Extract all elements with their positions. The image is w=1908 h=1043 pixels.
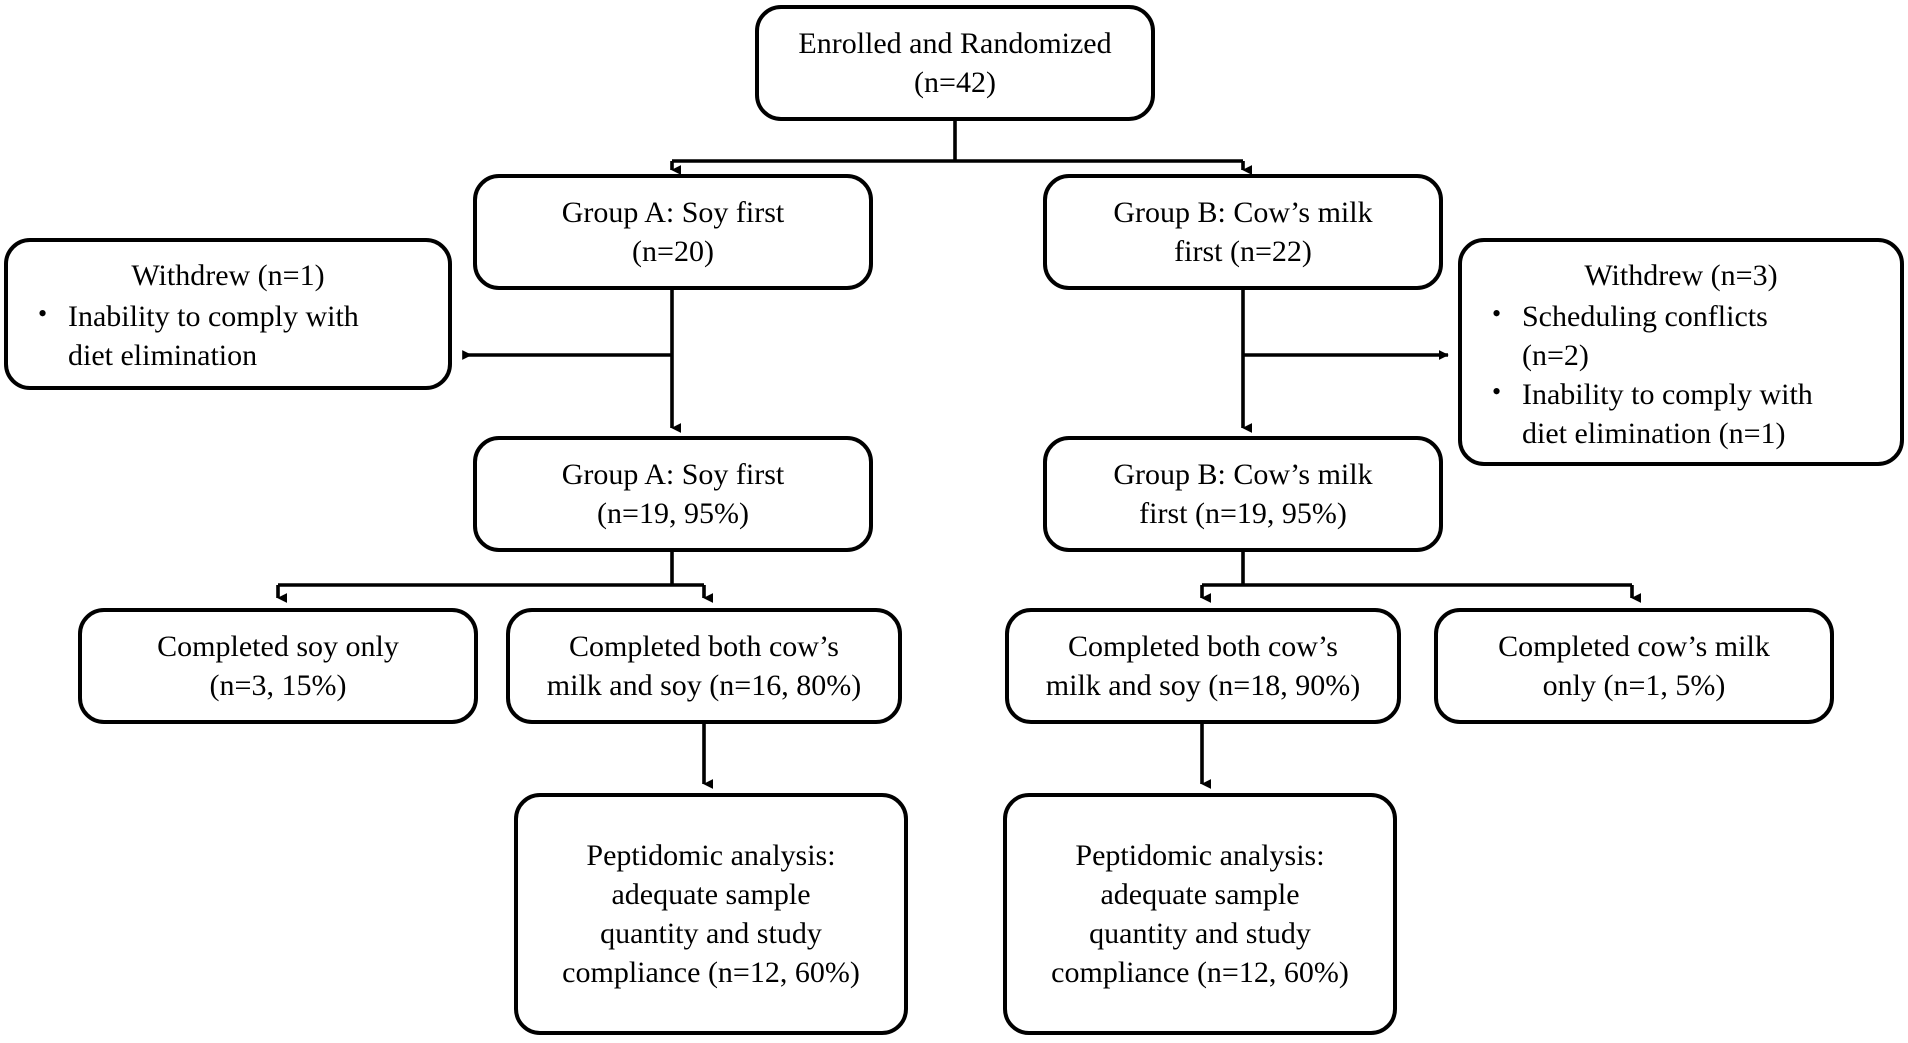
node-withdrew-group-a[interactable]: Withdrew (n=1) Inability to comply with … [4,238,452,390]
list-item: Scheduling conflicts (n=2) [1478,297,1884,375]
node-peptidomic-analysis-group-b[interactable]: Peptidomic analysis: adequate sample qua… [1003,793,1397,1035]
node-peptidomic-analysis-group-a[interactable]: Peptidomic analysis: adequate sample qua… [514,793,908,1035]
node-group-b-retained[interactable]: Group B: Cow’s milk first (n=19, 95%) [1043,436,1443,552]
list-item: Inability to comply with diet eliminatio… [1478,375,1884,453]
node-withdrew-group-b-reasons: Scheduling conflicts (n=2) Inability to … [1478,297,1884,453]
node-group-a-start-label: Group A: Soy first (n=20) [561,196,785,268]
node-completed-milk-only[interactable]: Completed cow’s milk only (n=1, 5%) [1434,608,1834,724]
node-enrolled-randomized-label: Enrolled and Randomized (n=42) [798,27,1112,99]
node-enrolled-randomized[interactable]: Enrolled and Randomized (n=42) [755,5,1155,121]
node-completed-both-group-a[interactable]: Completed both cow’s milk and soy (n=16,… [506,608,902,724]
node-completed-soy-only[interactable]: Completed soy only (n=3, 15%) [78,608,478,724]
node-group-b-start-label: Group B: Cow’s milk first (n=22) [1113,196,1373,268]
node-peptidomic-analysis-group-b-label: Peptidomic analysis: adequate sample qua… [1051,839,1349,989]
list-item: Inability to comply with diet eliminatio… [24,297,432,375]
node-completed-both-group-b-label: Completed both cow’s milk and soy (n=18,… [1045,630,1361,702]
node-group-b-start[interactable]: Group B: Cow’s milk first (n=22) [1043,174,1443,290]
node-group-a-retained[interactable]: Group A: Soy first (n=19, 95%) [473,436,873,552]
node-withdrew-group-b-title: Withdrew (n=3) [1584,259,1778,292]
node-group-a-retained-label: Group A: Soy first (n=19, 95%) [561,458,785,530]
node-completed-both-group-a-label: Completed both cow’s milk and soy (n=16,… [546,630,862,702]
node-completed-both-group-b[interactable]: Completed both cow’s milk and soy (n=18,… [1005,608,1401,724]
node-withdrew-group-b[interactable]: Withdrew (n=3) Scheduling conflicts (n=2… [1458,238,1904,466]
node-peptidomic-analysis-group-a-label: Peptidomic analysis: adequate sample qua… [562,839,860,989]
node-group-a-start[interactable]: Group A: Soy first (n=20) [473,174,873,290]
node-completed-milk-only-label: Completed cow’s milk only (n=1, 5%) [1498,630,1770,702]
node-group-b-retained-label: Group B: Cow’s milk first (n=19, 95%) [1113,458,1373,530]
node-withdrew-group-a-title: Withdrew (n=1) [131,259,325,292]
node-withdrew-group-a-reasons: Inability to comply with diet eliminatio… [24,297,432,375]
node-completed-soy-only-label: Completed soy only (n=3, 15%) [157,630,399,702]
